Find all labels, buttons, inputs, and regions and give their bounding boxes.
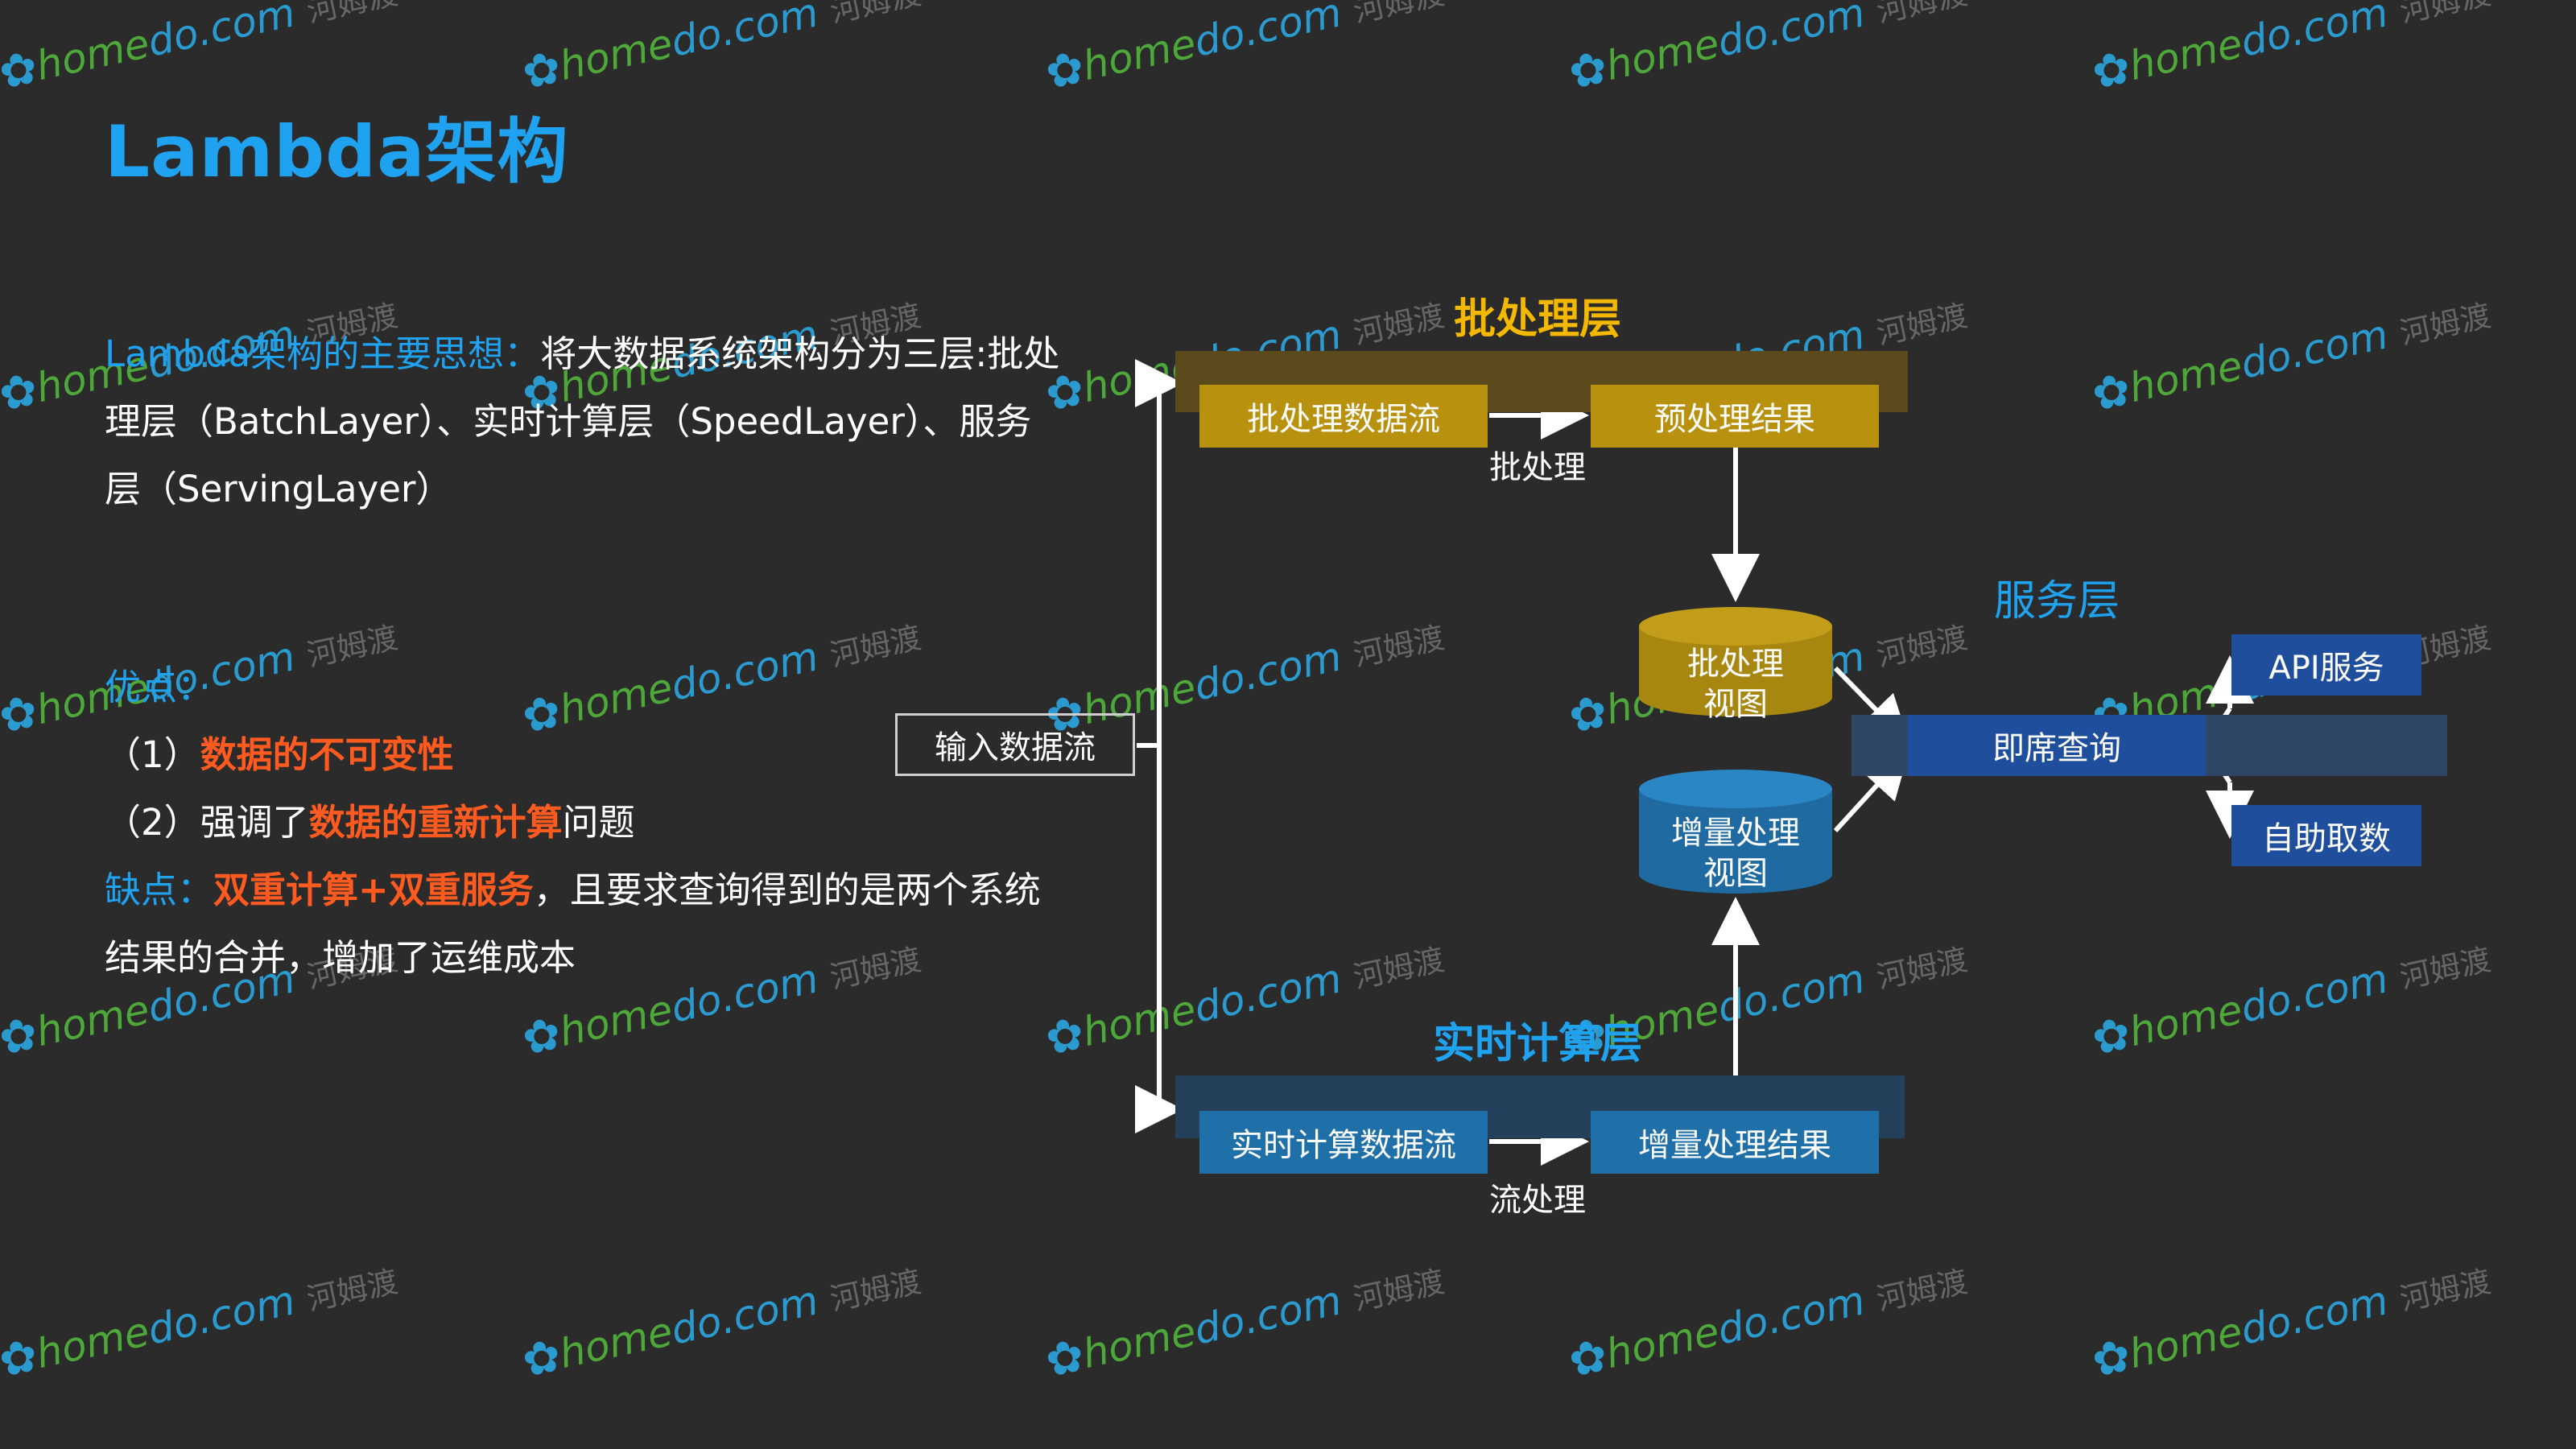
pros-cons-block: 优点： （1）数据的不可变性 （2）强调了数据的重新计算问题 缺点：双重计算+双…: [105, 654, 1103, 992]
pros-label: 优点：: [105, 666, 214, 708]
batch-view-cylinder: [1639, 607, 1832, 716]
pros-item2-highlight: 数据的重新计算: [308, 801, 563, 844]
speed-result-box: 增量处理结果: [1591, 1111, 1879, 1174]
batch-view-line2: 视图: [1703, 686, 1768, 723]
input-stream-box: 输入数据流: [895, 713, 1135, 776]
cons-text-line2: 结果的合并，增加了运维成本: [105, 936, 576, 979]
batch-process-label: 批处理: [1489, 449, 1586, 486]
pros-item2-suffix: 问题: [562, 801, 635, 844]
batch-stream-box: 批处理数据流: [1199, 385, 1488, 448]
speed-layer-title: 实时计算层: [1432, 1020, 1642, 1068]
batch-layer-title: 批处理层: [1453, 295, 1621, 344]
stream-process-label: 流处理: [1489, 1182, 1586, 1219]
batch-result-box: 预处理结果: [1591, 385, 1879, 448]
incr-view-label: 增量处理 视图: [1639, 813, 1832, 894]
intro-text-line3: 层（ServingLayer）: [105, 468, 452, 510]
speed-stream-box: 实时计算数据流: [1199, 1111, 1488, 1174]
incr-view-line1: 增量处理: [1671, 815, 1800, 852]
serving-layer-title: 服务层: [1993, 577, 2120, 625]
cons-highlight: 双重计算+双重服务: [213, 869, 534, 911]
intro-text-line2: 理层（BatchLayer）、实时计算层（SpeedLayer）、服务: [105, 400, 1032, 443]
incr-view-line2: 视图: [1703, 855, 1768, 892]
incr-view-cylinder: [1639, 770, 1832, 894]
batch-view-line1: 批处理: [1687, 646, 1784, 683]
self-fetch-box: 自助取数: [2231, 805, 2421, 866]
page-title: Lambda架构: [105, 110, 569, 193]
instant-query-box: 即席查询: [1908, 715, 2206, 776]
pros-item1-highlight: 数据的不可变性: [200, 733, 454, 776]
api-service-box: API服务: [2231, 634, 2421, 696]
intro-text-line1: 将大数据系统架构分为三层:批处: [540, 332, 1060, 375]
cons-text-line1: ，且要求查询得到的是两个系统: [533, 869, 1041, 911]
pros-item1-prefix: （1）: [105, 733, 200, 776]
cons-label: 缺点：: [105, 869, 214, 911]
intro-paragraph: Lambda架构的主要思想：将大数据系统架构分为三层:批处 理层（BatchLa…: [105, 320, 1103, 523]
batch-view-label: 批处理 视图: [1639, 644, 1832, 724]
pros-item2-prefix: （2）强调了: [105, 801, 309, 844]
intro-label: Lambda架构的主要思想：: [105, 332, 541, 375]
